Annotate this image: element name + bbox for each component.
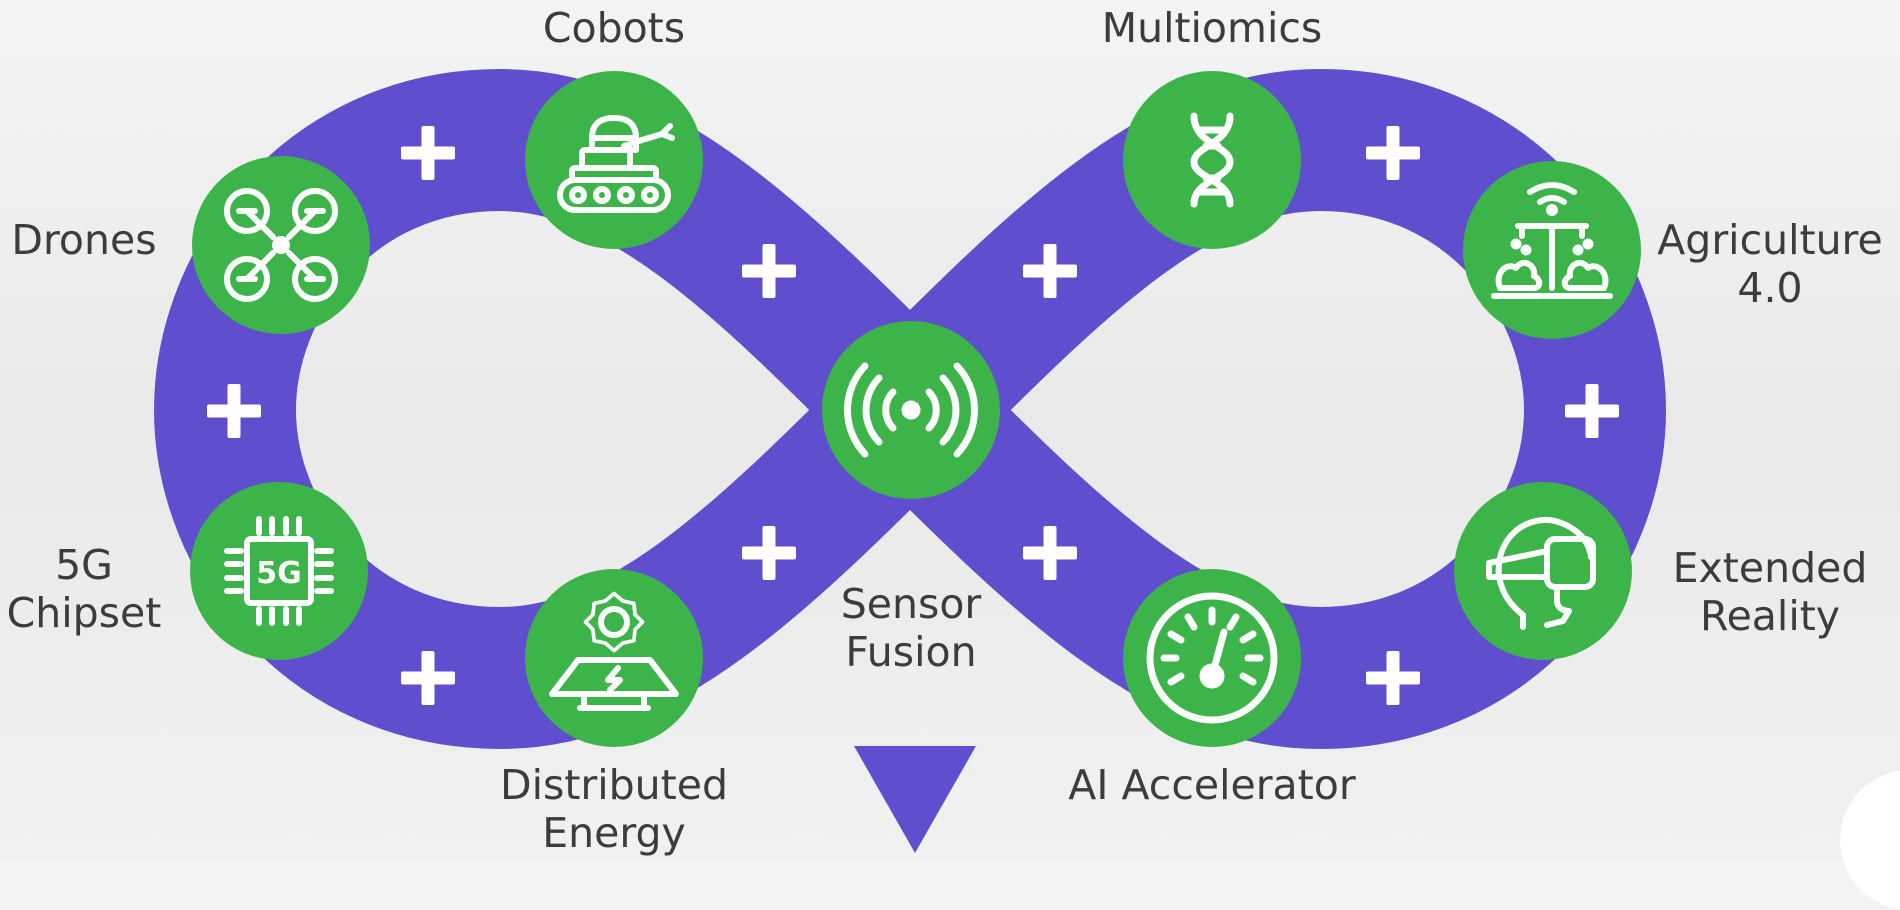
plus-icon	[1366, 126, 1420, 180]
drone-icon	[224, 188, 338, 302]
label-multiomics: Multiomics	[1101, 4, 1323, 52]
label-ai-accelerator: AI Accelerator	[1068, 761, 1356, 809]
node-multiomics	[1123, 71, 1301, 249]
speedometer-icon	[1146, 592, 1278, 724]
chip-icon	[224, 516, 334, 626]
plus-icon	[742, 526, 796, 580]
plus-icon	[401, 126, 455, 180]
label-chipset: 5G Chipset	[6, 541, 162, 637]
label-cobots: Cobots	[542, 4, 686, 52]
plus-icon	[1023, 244, 1077, 298]
label-drones: Drones	[11, 216, 157, 264]
infinity-diagram: 5G	[6, 4, 1883, 857]
node-distributed-energy	[525, 569, 703, 747]
plus-icon	[1565, 384, 1619, 438]
label-distributed-energy: Distributed Energy	[500, 761, 728, 857]
plus-icon	[401, 651, 455, 705]
robot-icon	[557, 115, 675, 213]
label-extended-reality: Extended Reality	[1672, 544, 1868, 640]
node-ai-accelerator	[1123, 569, 1301, 747]
label-sensor-fusion: Sensor Fusion	[840, 580, 982, 676]
node-extended-reality	[1454, 482, 1632, 660]
dna-icon	[1190, 112, 1234, 208]
solar-panel-icon	[549, 591, 679, 711]
signal-icon	[844, 362, 978, 458]
node-sensor-fusion	[822, 321, 1000, 499]
plus-icon	[207, 384, 261, 438]
node-cobots	[525, 71, 703, 249]
node-chipset: 5G	[190, 482, 368, 660]
plus-markers	[207, 126, 1619, 705]
plus-icon	[1023, 526, 1077, 580]
down-arrow-icon	[854, 746, 976, 853]
chip-text: 5G	[256, 556, 302, 591]
node-drones	[192, 156, 370, 334]
node-agriculture	[1463, 161, 1641, 339]
label-agriculture: Agriculture 4.0	[1657, 216, 1883, 312]
irrigation-icon	[1491, 182, 1613, 299]
plus-icon	[1366, 651, 1420, 705]
infinity-loop-graphic: 5G	[154, 69, 1666, 853]
vr-headset-icon	[1486, 517, 1596, 630]
plus-icon	[742, 244, 796, 298]
